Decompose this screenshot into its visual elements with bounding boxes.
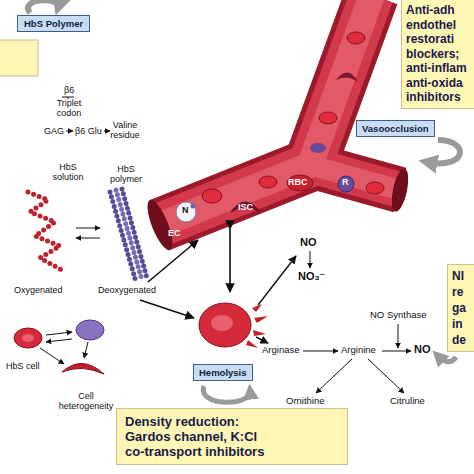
- therapy-box: Density reduction:Gardos channel, K:Cl c…: [116, 408, 348, 465]
- text-label: R: [342, 178, 349, 188]
- text-label: Ornithine: [286, 396, 325, 406]
- text-label: RBC: [288, 178, 308, 188]
- blood-cells: [176, 32, 384, 222]
- box-text: Anti-adh endothel restorati blockers; an…: [406, 3, 470, 105]
- box-text: NI re ga in de: [452, 268, 471, 348]
- text-label: ISC: [238, 203, 253, 213]
- text-label: β6 Glu: [75, 127, 102, 137]
- reaction-arrow: [316, 359, 352, 393]
- label-box: Hemolysis: [193, 364, 253, 381]
- cycle-arrow: [203, 386, 250, 402]
- flow-arrow: [140, 300, 194, 318]
- reaction-arrow: [382, 351, 411, 352]
- cell-arrow: [84, 342, 88, 358]
- text-label: EC: [168, 229, 181, 239]
- codon-arrow: [66, 131, 73, 132]
- equilibrium-arrow: [76, 238, 100, 239]
- codon-arrow: [104, 131, 110, 132]
- text-label: GAG: [44, 127, 64, 137]
- vessel-opening: [143, 197, 178, 253]
- box-heading: Density reduction:: [125, 414, 339, 429]
- text-label: Triplet codon: [52, 99, 86, 119]
- text-label: NO₃⁻: [298, 270, 325, 282]
- blood-vessel: [160, 0, 400, 225]
- box-text: HbS Polymer: [24, 18, 83, 29]
- equilibrium-arrow: [76, 228, 100, 229]
- text-label: HbS solution: [46, 163, 90, 183]
- label-box: HbS Polymer: [17, 15, 90, 32]
- text-label: Arginase: [262, 345, 300, 355]
- hbs-chain: [28, 192, 62, 270]
- cut-panel: [0, 40, 38, 76]
- therapy-box: Anti-adh endothel restorati blockers; an…: [401, 0, 474, 109]
- cycle-arrow: [28, 0, 58, 13]
- text-label: Deoxygenated: [98, 286, 156, 296]
- cycle-arrow: [437, 355, 456, 362]
- text-label: Oxygenated: [14, 286, 63, 296]
- vessel-opening: [389, 167, 412, 213]
- flow-arrow: [229, 229, 231, 292]
- box-text: Hemolysis: [199, 367, 247, 378]
- reaction-arrow: [303, 351, 338, 352]
- reaction-arrow: [310, 251, 311, 268]
- cell-arrow: [46, 332, 72, 335]
- text-label: NO: [414, 343, 431, 355]
- box-text: Gardos channel, K:Cl co-transport inhibi…: [125, 429, 271, 459]
- hemolysis-cell: [199, 303, 268, 348]
- text-label: Citruline: [390, 396, 425, 406]
- text-label: β6: [64, 86, 74, 96]
- text-label: Arginine: [341, 345, 376, 355]
- cycle-arrow: [426, 140, 460, 163]
- therapy-box: NI re ga in de: [447, 264, 474, 352]
- reaction-arrow: [368, 359, 404, 393]
- text-label: Cell heterogeneity: [56, 392, 116, 412]
- text-label: NO: [300, 236, 317, 248]
- flow-arrow: [258, 256, 296, 305]
- text-label: Valine residue: [106, 121, 144, 141]
- flow-arrow: [148, 240, 198, 282]
- label-box: Vasoocclusion: [356, 120, 435, 137]
- text-label: N: [182, 206, 189, 216]
- hbs-polymer-rod: [110, 189, 147, 282]
- reaction-arrow: [398, 324, 399, 348]
- box-text: Vasoocclusion: [362, 123, 429, 134]
- text-label: HbS polymer: [104, 165, 148, 185]
- cell-arrow: [40, 348, 64, 364]
- flow-arrow: [256, 337, 268, 343]
- text-label: NO Synthase: [370, 310, 427, 320]
- cell-arrow: [46, 339, 72, 342]
- text-label: HbS cell: [6, 362, 40, 372]
